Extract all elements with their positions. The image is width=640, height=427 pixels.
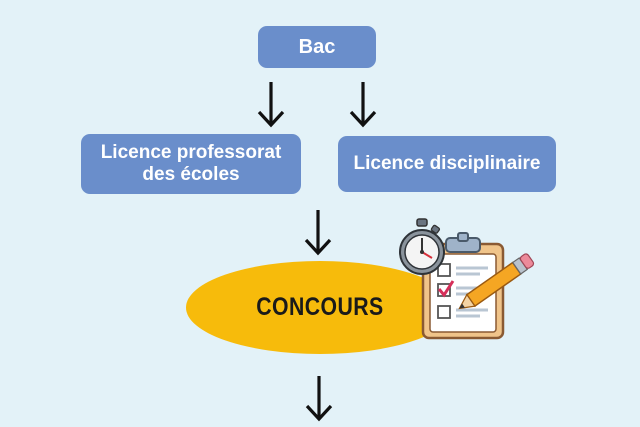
clipboard-checklist-icon (421, 232, 505, 340)
arrow-bac-to-licence-pro (257, 82, 285, 128)
licence-dis-label: Licence disciplinaire (353, 153, 541, 175)
licence-pro-label-line2: des écoles (142, 164, 240, 185)
arrow-concours-down (305, 376, 333, 422)
bac-node: Bac (258, 26, 376, 68)
arrow-licence-to-concours (304, 210, 332, 256)
exam-illustration (399, 218, 535, 340)
stopwatch-icon (399, 218, 445, 275)
bac-label: Bac (298, 35, 336, 58)
arrow-bac-to-licence-dis (349, 82, 377, 128)
licence-pro-label-line1: Licence professorat (100, 142, 282, 164)
pencil-icon (458, 253, 535, 310)
licence-professorat-node: Licence professorat des écoles (81, 134, 301, 194)
concours-label: CONCOURS (256, 293, 384, 321)
licence-disciplinaire-node: Licence disciplinaire (338, 136, 556, 192)
concours-node: CONCOURS (186, 261, 454, 354)
